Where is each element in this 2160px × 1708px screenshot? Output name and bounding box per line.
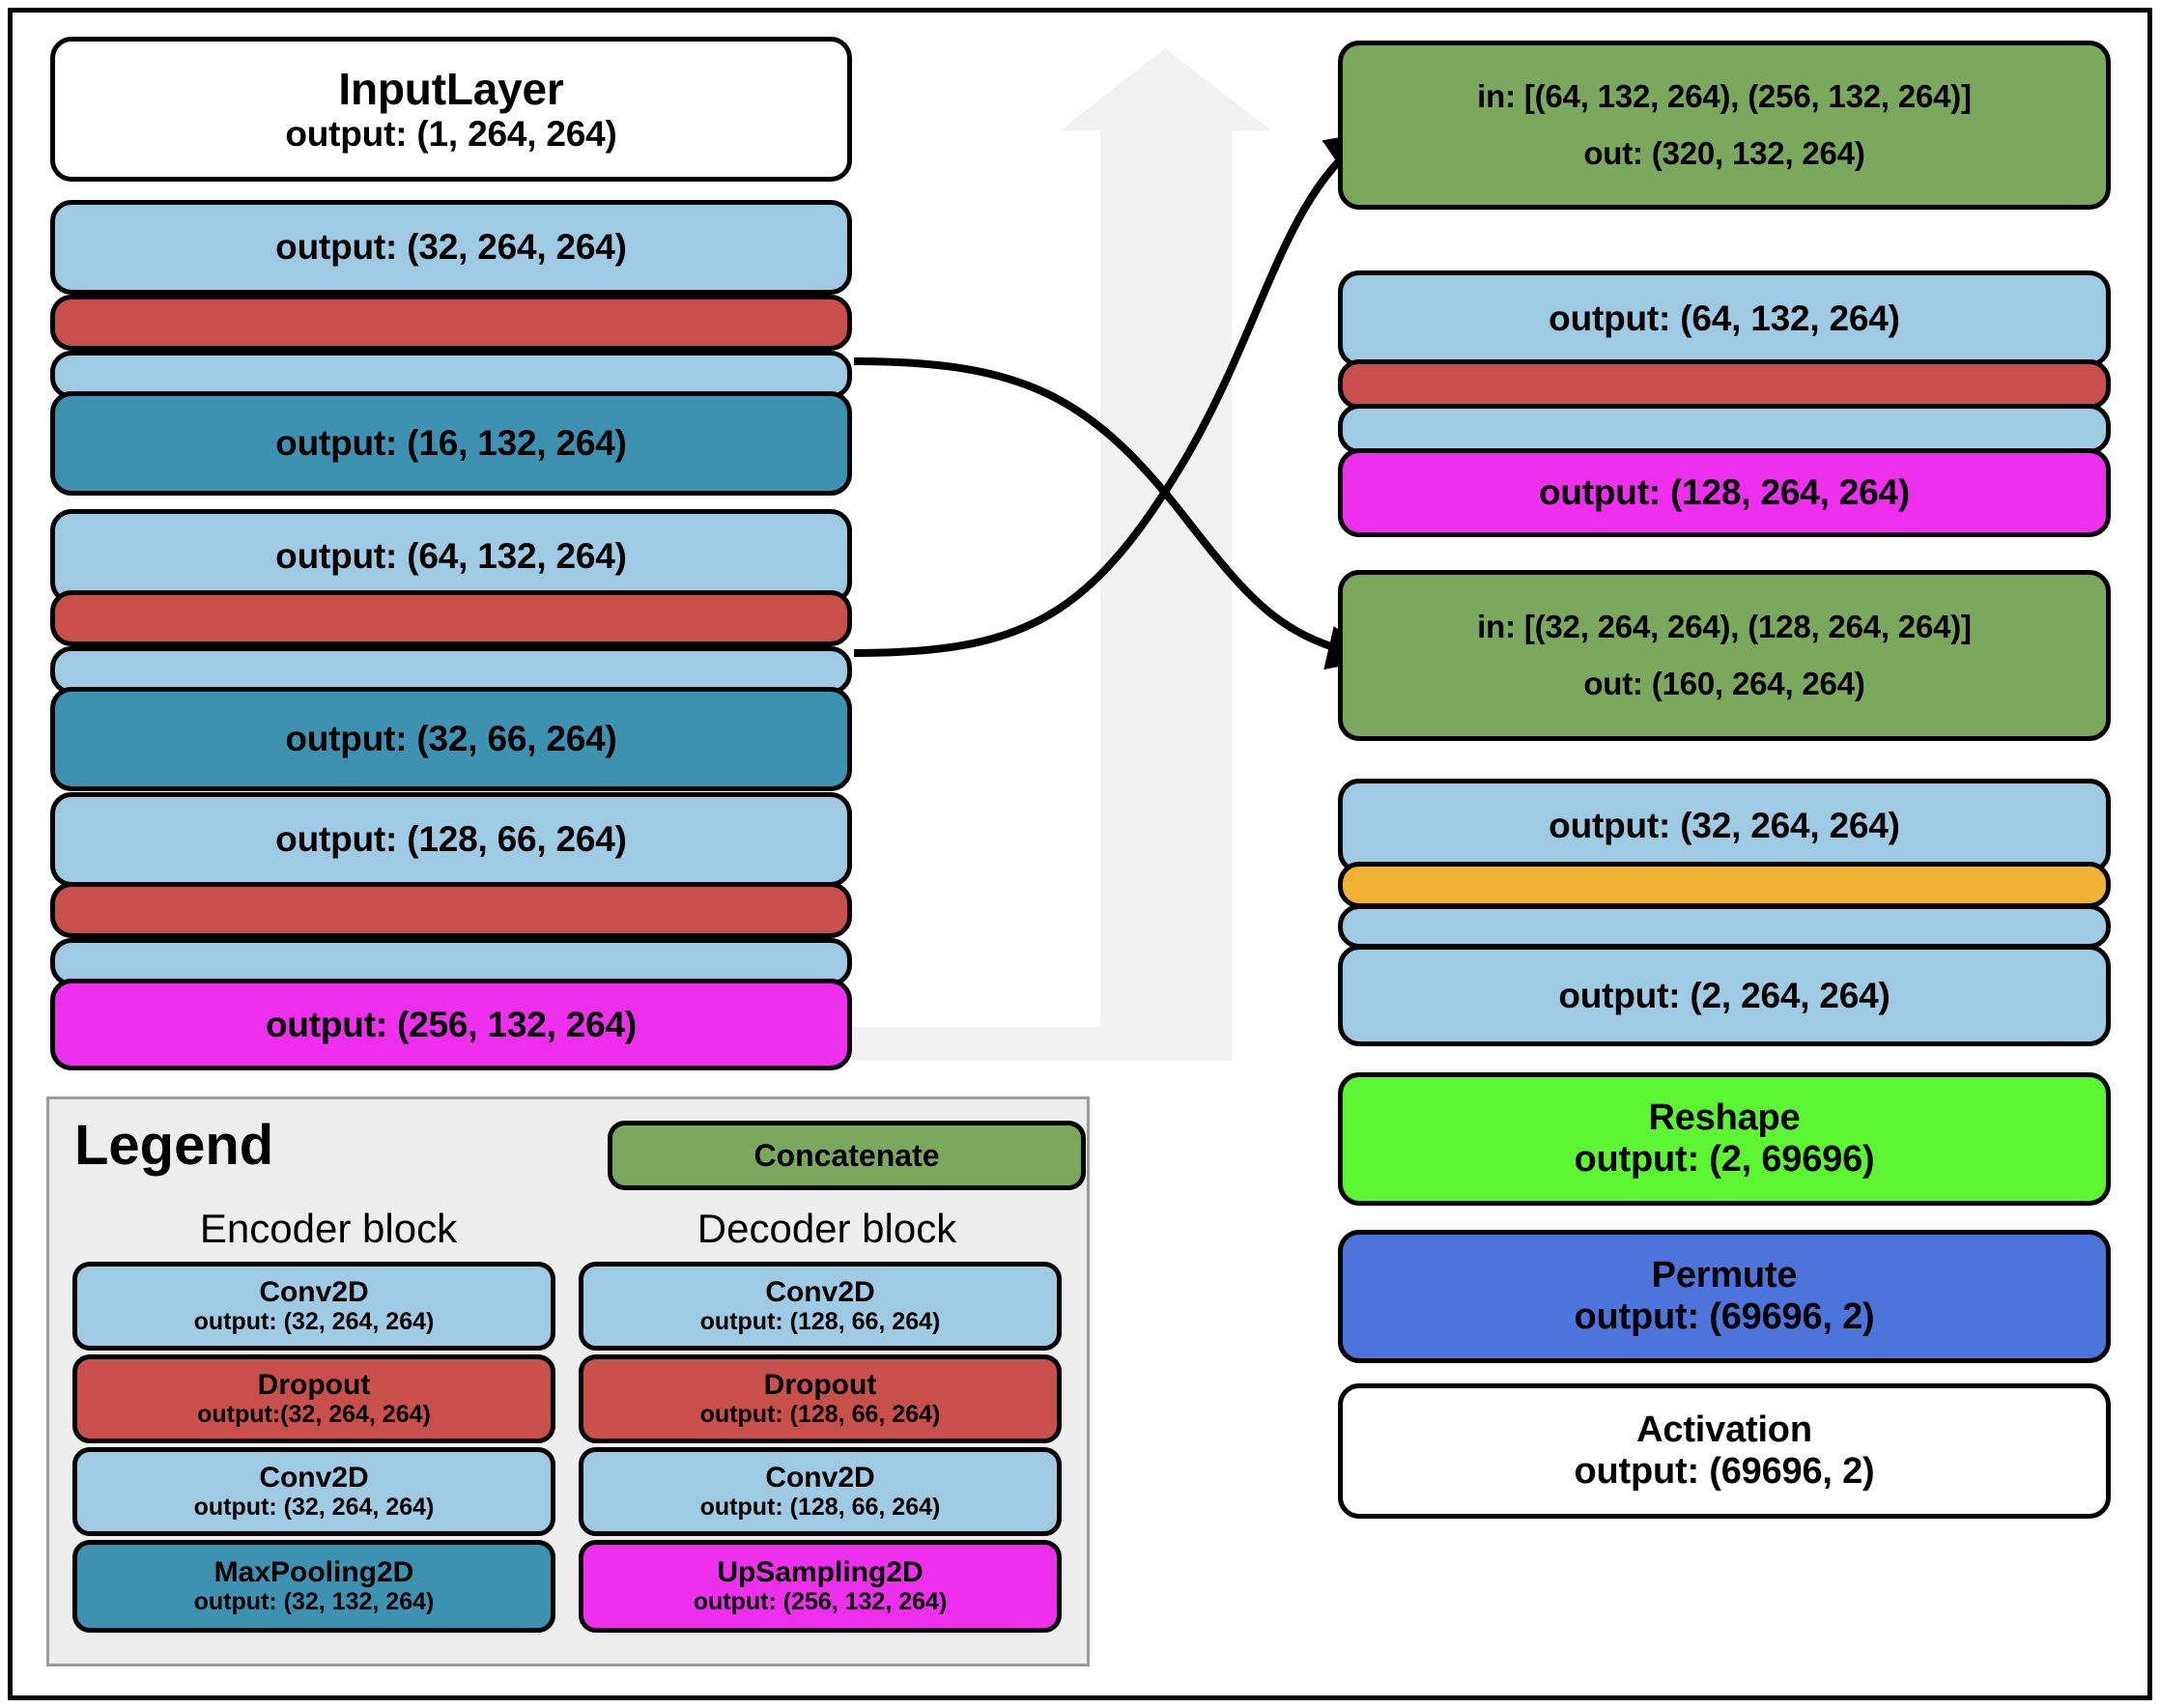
- legend-decoder-conv2d-2-output: output: (128, 66, 264): [699, 1493, 941, 1521]
- node-concatenate-2[interactable]: in: [(32, 264, 264), (128, 264, 264)] ou…: [1338, 570, 2111, 741]
- node-conv2d-3[interactable]: output: (64, 132, 264): [50, 509, 852, 604]
- activation-title: Activation: [1636, 1409, 1812, 1451]
- legend-encoder-conv2d-2[interactable]: Conv2D output: (32, 264, 264): [72, 1447, 555, 1536]
- input-layer-output: output: (1, 264, 264): [285, 114, 617, 155]
- legend-decoder-title-text: Decoder block: [696, 1206, 957, 1251]
- legend-decoder-title: Decoder block: [590, 1206, 1064, 1252]
- activation-output: output: (69696, 2): [1574, 1451, 1875, 1492]
- node-conv2d-9[interactable]: output: (32, 264, 264): [1338, 779, 2111, 873]
- node-conv2d-8[interactable]: [1338, 404, 2111, 454]
- legend-decoder-conv2d-1-name: Conv2D: [765, 1276, 875, 1309]
- upsampling-1-output: output: (256, 132, 264): [265, 1004, 637, 1044]
- legend-encoder-maxpooling2d-output: output: (32, 132, 264): [193, 1587, 435, 1615]
- legend-concatenate-label: Concatenate: [753, 1137, 940, 1173]
- maxpool-1-output: output: (16, 132, 264): [275, 423, 627, 464]
- reshape-output: output: (2, 69696): [1574, 1139, 1875, 1180]
- legend-decoder-dropout-output: output: (128, 66, 264): [699, 1400, 941, 1428]
- node-conv2d-7[interactable]: output: (64, 132, 264): [1338, 270, 2111, 367]
- legend-encoder-conv2d-2-name: Conv2D: [259, 1462, 369, 1494]
- legend-encoder-dropout-output: output:(32, 264, 264): [197, 1400, 431, 1428]
- concatenate-1-out: out: (320, 132, 264): [1583, 134, 1865, 171]
- legend-encoder-title: Encoder block: [92, 1206, 565, 1252]
- node-concatenate-1[interactable]: in: [(64, 132, 264), (256, 132, 264)] ou…: [1338, 41, 2111, 210]
- conv2d-5-output: output: (128, 66, 264): [275, 819, 627, 860]
- legend-encoder-maxpooling2d[interactable]: MaxPooling2D output: (32, 132, 264): [72, 1540, 555, 1633]
- legend-encoder-conv2d-1[interactable]: Conv2D output: (32, 264, 264): [72, 1262, 555, 1351]
- legend-decoder-dropout-name: Dropout: [763, 1369, 877, 1402]
- node-conv2d-10[interactable]: [1338, 904, 2111, 949]
- node-dropout-3[interactable]: [50, 882, 852, 938]
- upsampling-2-output: output: (128, 264, 264): [1538, 472, 1910, 513]
- permute-title: Permute: [1651, 1255, 1798, 1296]
- legend-encoder-maxpooling2d-name: MaxPooling2D: [213, 1556, 414, 1589]
- node-dropout-1[interactable]: [50, 295, 852, 351]
- legend-encoder-title-text: Encoder block: [199, 1206, 458, 1251]
- node-conv2d-5[interactable]: output: (128, 66, 264): [50, 792, 852, 887]
- legend-encoder-conv2d-1-output: output: (32, 264, 264): [193, 1307, 435, 1335]
- node-dropout-4[interactable]: [1338, 359, 2111, 410]
- legend-encoder-dropout-name: Dropout: [257, 1369, 371, 1402]
- legend-panel: Legend Concatenate Encoder block Decoder…: [46, 1096, 1090, 1666]
- legend-encoder-conv2d-2-output: output: (32, 264, 264): [193, 1493, 435, 1521]
- reshape-title: Reshape: [1648, 1097, 1801, 1139]
- legend-encoder-conv2d-1-name: Conv2D: [259, 1276, 369, 1309]
- node-upsampling2d-2[interactable]: output: (128, 264, 264): [1338, 448, 2111, 537]
- node-conv2d-11[interactable]: output: (2, 264, 264): [1338, 945, 2111, 1046]
- node-reshape[interactable]: Reshape output: (2, 69696): [1338, 1072, 2111, 1206]
- conv2d-1-output: output: (32, 264, 264): [275, 227, 627, 268]
- node-input-layer[interactable]: InputLayer output: (1, 264, 264): [50, 37, 852, 182]
- legend-encoder-dropout[interactable]: Dropout output:(32, 264, 264): [72, 1354, 555, 1443]
- legend-decoder-dropout[interactable]: Dropout output: (128, 66, 264): [579, 1354, 1062, 1443]
- node-conv2d-1[interactable]: output: (32, 264, 264): [50, 200, 852, 295]
- concatenate-1-in: in: [(64, 132, 264), (256, 132, 264)]: [1477, 77, 1972, 114]
- node-maxpooling2d-2[interactable]: output: (32, 66, 264): [50, 687, 852, 791]
- conv2d-9-output: output: (32, 264, 264): [1549, 806, 1900, 846]
- node-yellow-layer[interactable]: [1338, 862, 2111, 908]
- concatenate-2-in: in: [(32, 264, 264), (128, 264, 264)]: [1477, 608, 1972, 644]
- node-activation[interactable]: Activation output: (69696, 2): [1338, 1383, 2111, 1519]
- permute-output: output: (69696, 2): [1574, 1296, 1875, 1337]
- legend-title: Legend: [74, 1114, 274, 1177]
- legend-decoder-conv2d-2[interactable]: Conv2D output: (128, 66, 264): [579, 1447, 1062, 1536]
- legend-decoder-conv2d-1[interactable]: Conv2D output: (128, 66, 264): [579, 1262, 1062, 1351]
- conv2d-11-output: output: (2, 264, 264): [1558, 975, 1890, 1015]
- node-conv2d-4[interactable]: [50, 646, 852, 695]
- node-upsampling2d-1[interactable]: output: (256, 132, 264): [50, 979, 852, 1070]
- conv2d-3-output: output: (64, 132, 264): [275, 536, 627, 577]
- input-layer-title: InputLayer: [338, 63, 564, 114]
- legend-concatenate-swatch[interactable]: Concatenate: [608, 1121, 1086, 1190]
- maxpool-2-output: output: (32, 66, 264): [285, 719, 617, 759]
- conv2d-7-output: output: (64, 132, 264): [1549, 299, 1900, 339]
- node-permute[interactable]: Permute output: (69696, 2): [1338, 1230, 2111, 1363]
- legend-decoder-conv2d-2-name: Conv2D: [765, 1462, 875, 1494]
- legend-decoder-upsampling2d-name: UpSampling2D: [717, 1556, 924, 1589]
- concatenate-2-out: out: (160, 264, 264): [1583, 665, 1865, 701]
- legend-decoder-upsampling2d[interactable]: UpSampling2D output: (256, 132, 264): [579, 1540, 1062, 1633]
- node-dropout-2[interactable]: [50, 590, 852, 646]
- legend-decoder-conv2d-1-output: output: (128, 66, 264): [699, 1307, 941, 1335]
- node-maxpooling2d-1[interactable]: output: (16, 132, 264): [50, 391, 852, 496]
- legend-decoder-upsampling2d-output: output: (256, 132, 264): [693, 1587, 948, 1615]
